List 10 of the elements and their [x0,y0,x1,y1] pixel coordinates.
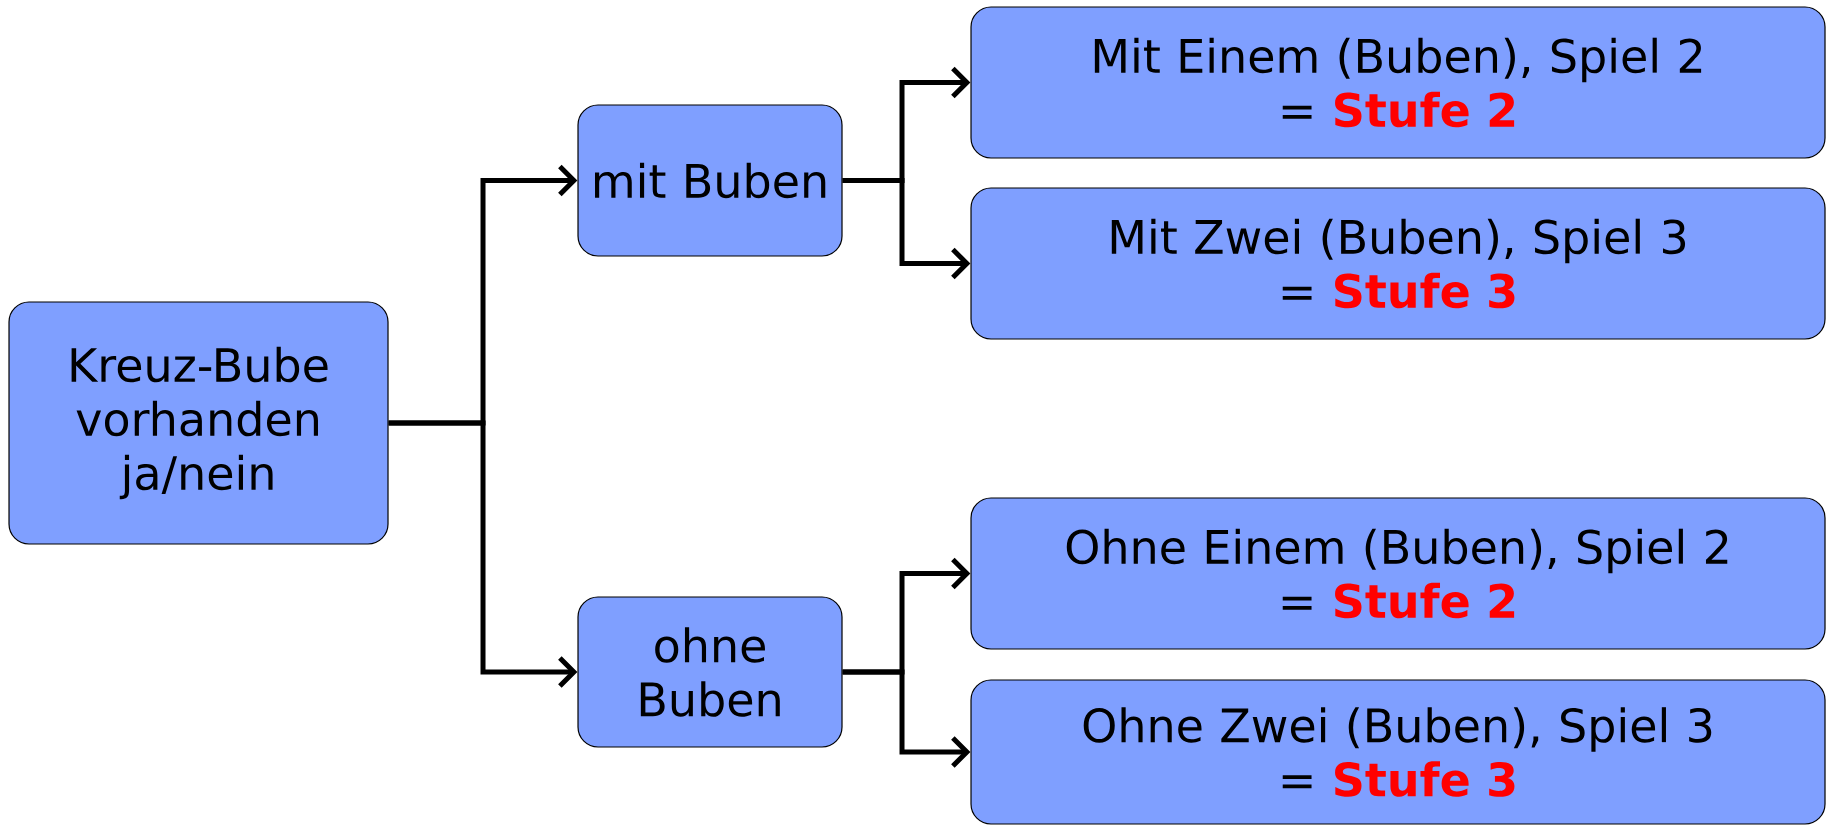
arrow [842,178,971,280]
decision-box: Kreuz-Bube vorhanden ja/nein [8,301,389,545]
result-box: Mit Zwei (Buben), Spiel 3 = Stufe 3 [970,187,1826,340]
branch-box: ohne Buben [577,596,843,748]
arrow [842,669,971,768]
arrow [388,420,578,688]
result-box: Ohne Zwei (Buben), Spiel 3 = Stufe 3 [970,679,1826,825]
result-box: Mit Einem (Buben), Spiel 2 = Stufe 2 [970,6,1826,159]
branch-box: mit Buben [577,104,843,257]
result-box: Ohne Einem (Buben), Spiel 2 = Stufe 2 [970,497,1826,650]
